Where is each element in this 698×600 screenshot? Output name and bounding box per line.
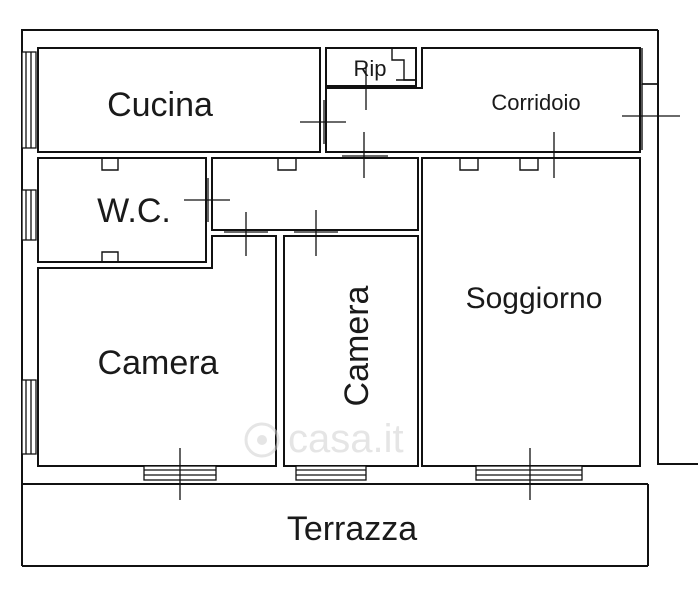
- watermark-text: casa.it: [288, 417, 404, 461]
- soggiorno-room: [421, 157, 641, 467]
- left-windows: [21, 51, 37, 455]
- outer-walls: [21, 29, 698, 567]
- cucina-room: [37, 47, 321, 153]
- corridoio-room: [325, 47, 641, 153]
- hall-room: [211, 157, 419, 231]
- label-cucina: Cucina: [107, 86, 213, 124]
- watermark: casa.it: [244, 417, 404, 461]
- camera-left-room: [37, 235, 277, 467]
- label-camera-left: Camera: [98, 344, 219, 382]
- label-rip: Rip: [353, 56, 386, 81]
- label-terrazza: Terrazza: [287, 510, 417, 548]
- room-labels: Cucina Rip Corridoio W.C. Camera Camera …: [97, 56, 602, 548]
- label-soggiorno: Soggiorno: [466, 282, 603, 315]
- cross-marks: [184, 62, 680, 256]
- label-wc: W.C.: [97, 192, 171, 230]
- room-outlines: [37, 47, 641, 467]
- camera-middle-room: [283, 235, 419, 467]
- bottom-windows: [143, 448, 583, 500]
- rip-room: [325, 47, 417, 87]
- label-corridoio: Corridoio: [491, 90, 580, 115]
- door-notches: [101, 48, 539, 262]
- wc-room: [37, 157, 207, 263]
- label-camera-middle: Camera: [338, 285, 376, 406]
